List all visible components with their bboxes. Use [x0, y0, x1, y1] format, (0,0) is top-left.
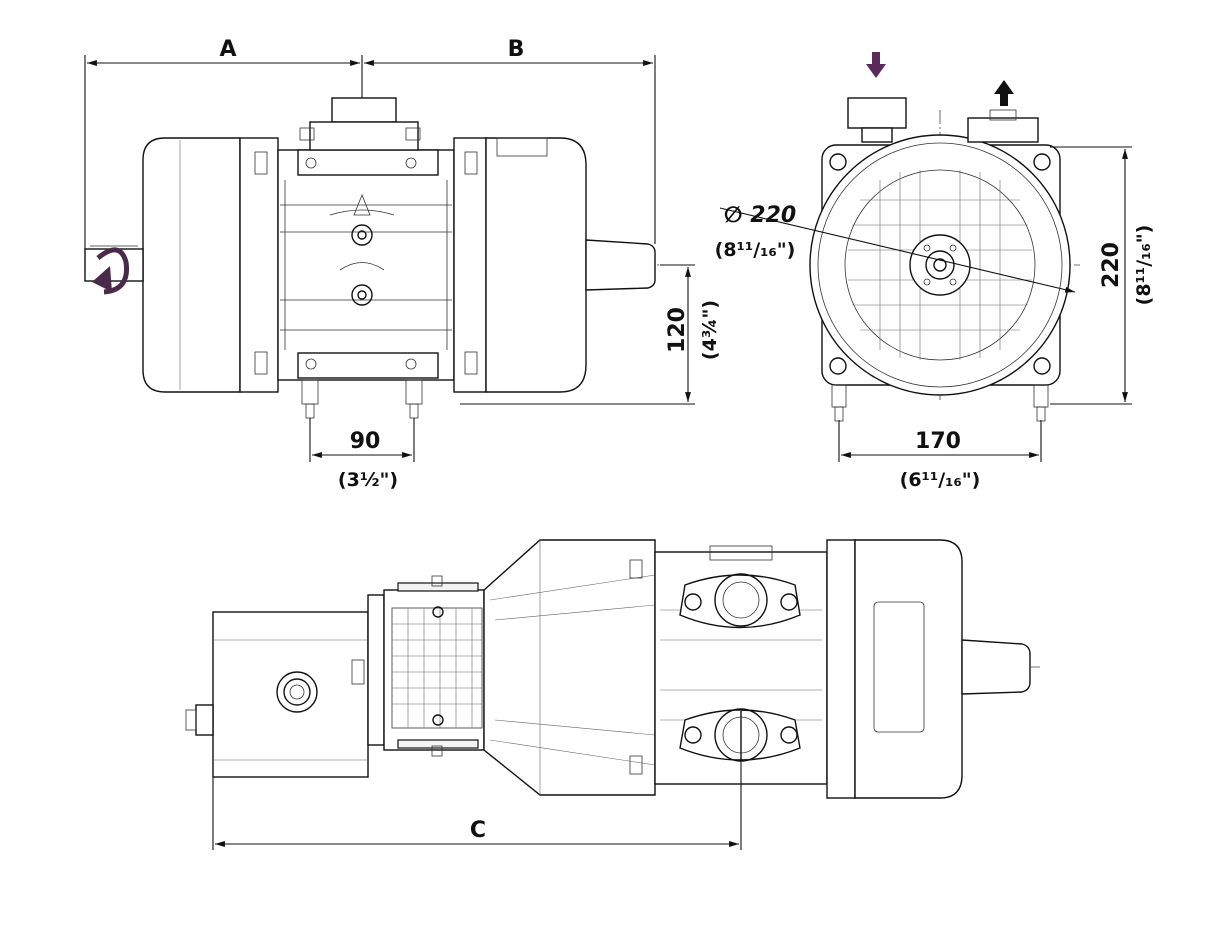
dimension-220-vertical	[1050, 146, 1132, 405]
dimension-120-inch-label: (4¾")	[699, 300, 721, 360]
dimension-170	[838, 420, 1042, 462]
side-view	[84, 97, 690, 419]
dimension-90-label: 90	[350, 429, 381, 454]
dimension-90-inch-label: (3½")	[338, 469, 398, 491]
dimension-c-label: C	[470, 818, 486, 843]
end-view	[719, 97, 1080, 422]
outlet-arrow-icon	[994, 80, 1014, 106]
inlet-arrow-icon	[866, 52, 886, 78]
dimension-b-label: B	[508, 37, 525, 62]
dimension-90	[309, 418, 415, 462]
dimension-220-inch-label: (8¹¹/₁₆")	[1133, 225, 1155, 306]
dimension-120-label: 120	[665, 307, 690, 353]
rotation-arrow-icon	[92, 247, 130, 295]
dimension-a-b	[84, 55, 656, 250]
top-view	[185, 539, 1040, 799]
dimension-220-label: 220	[1099, 242, 1124, 288]
dimension-220-diameter-label: ∅ 220	[724, 203, 796, 228]
dimension-170-inch-label: (6¹¹/₁₆")	[900, 469, 981, 491]
dimension-a-label: A	[219, 37, 236, 62]
dimension-170-label: 170	[915, 429, 961, 454]
dimension-220-diameter-inch-label: (8¹¹/₁₆")	[715, 239, 796, 261]
dimension-c	[212, 760, 742, 850]
dimension-120	[460, 264, 695, 405]
